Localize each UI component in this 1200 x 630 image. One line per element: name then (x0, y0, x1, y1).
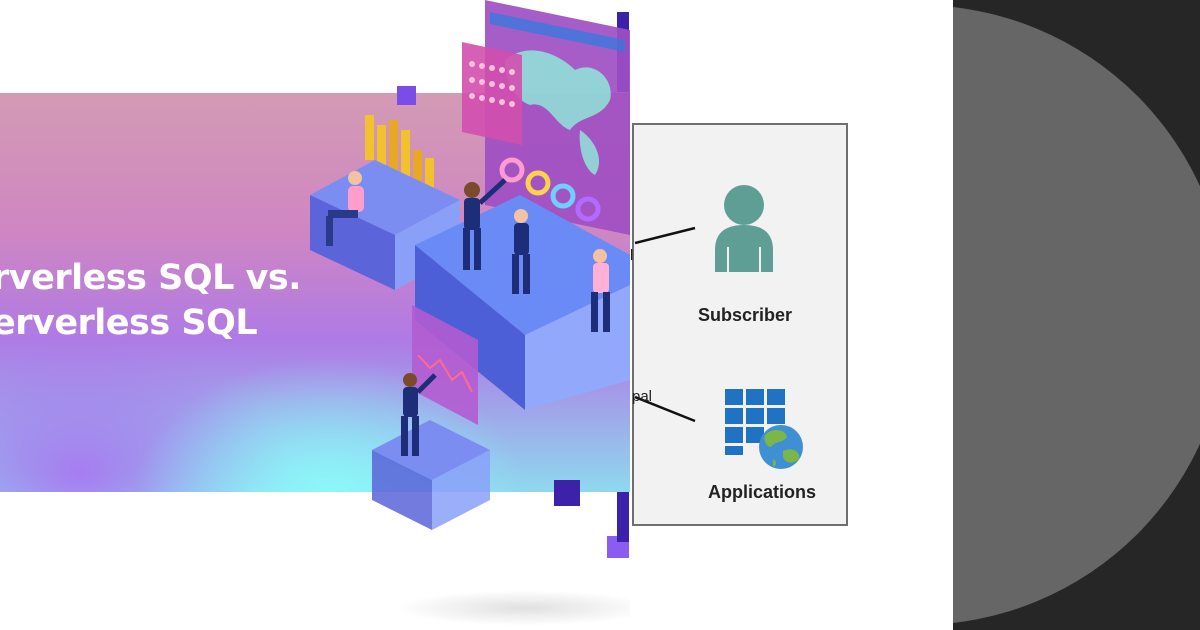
dark-side-panel (953, 0, 1200, 630)
user-icon (715, 185, 773, 272)
connector-text-fragment-top: l (630, 247, 634, 264)
decor-square-bottom (554, 480, 580, 506)
decor-bar-bottom (617, 492, 629, 542)
person-standing-4 (401, 373, 437, 456)
donut-icon-1 (499, 157, 525, 183)
bar-chart-sculpture (365, 115, 434, 190)
connector-line-applications (634, 395, 696, 423)
donut-icon-4 (575, 196, 601, 222)
platform-bottom (372, 420, 490, 530)
gray-circle-shape (953, 5, 1200, 625)
donut-icon-2 (525, 170, 551, 196)
people-panel (462, 42, 522, 145)
isometric-analytics-illustration (310, 0, 630, 558)
blog-banner-collage: rverless SQL vs. erverless SQL (0, 0, 630, 626)
ground-shadow (395, 590, 630, 626)
architecture-diagram-crop: Subscriber Applications l pal (630, 0, 953, 630)
donut-icon-3 (550, 183, 576, 209)
connector-text-fragment-bottom: pal (632, 388, 653, 405)
person-standing-1 (463, 178, 507, 270)
banner-headline-line-1: rverless SQL vs. (0, 258, 302, 298)
person-standing-3 (591, 249, 610, 332)
applications-label: Applications (708, 482, 817, 502)
banner-headline-line-2: erverless SQL (0, 303, 258, 343)
decor-square-top (397, 86, 416, 105)
person-seated (326, 171, 364, 246)
world-map-icon (505, 50, 611, 130)
connector-line-subscriber (634, 226, 696, 245)
person-standing-2 (512, 209, 530, 294)
app-grid-globe-icon (725, 389, 803, 469)
subscriber-label: Subscriber (698, 305, 793, 325)
diagram-frame: Subscriber Applications (632, 123, 848, 526)
line-chart-panel (412, 305, 478, 425)
diagram-graphics (634, 185, 803, 469)
